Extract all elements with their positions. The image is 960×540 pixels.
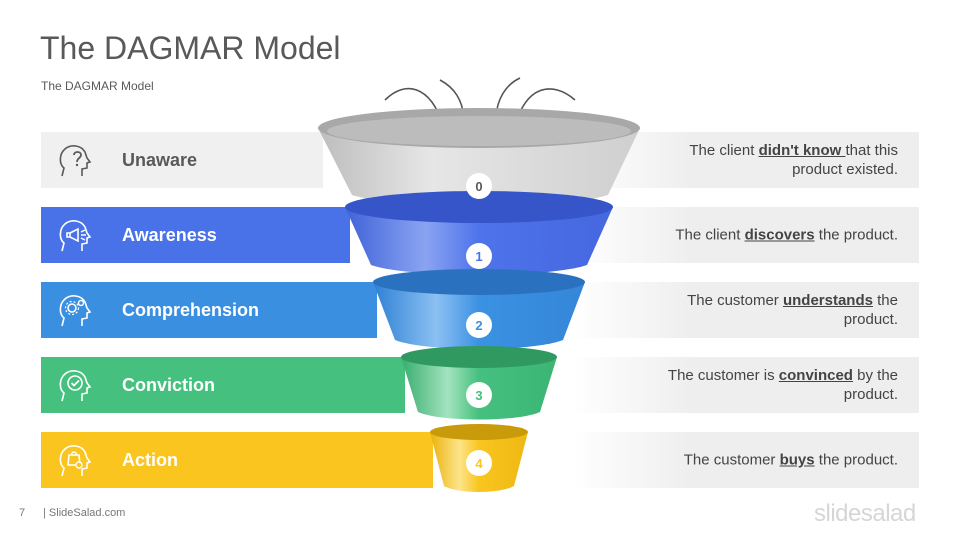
stage-number-4: 4	[466, 450, 492, 476]
funnel-tier-1	[345, 191, 613, 275]
svg-text:1: 1	[475, 249, 482, 264]
page-subtitle: The DAGMAR Model	[41, 79, 154, 93]
svg-text:4: 4	[475, 456, 483, 471]
head-megaphone-icon	[59, 220, 92, 252]
head-check-icon	[59, 370, 92, 402]
head-bag-icon	[59, 445, 92, 477]
stage-description-conviction: The customer is convinced by the product…	[572, 357, 919, 413]
footer-source: | SlideSalad.com	[43, 507, 126, 519]
svg-text:3: 3	[475, 388, 482, 403]
stage-number-3: 3	[466, 382, 492, 408]
stage-description-action: The customer buys the product.	[572, 432, 919, 488]
stage-number-1: 1	[466, 243, 492, 269]
stage-band-action: Action	[41, 432, 433, 488]
slidesalad-logo: slidesalad	[814, 500, 916, 527]
funnel-tier-0	[318, 108, 640, 207]
stage-band-awareness: Awareness	[41, 207, 350, 263]
head-gears-icon	[59, 295, 92, 327]
page-number: 7	[19, 507, 26, 519]
stage-band-unaware: Unaware	[41, 132, 323, 188]
stage-label-unaware: Unaware	[122, 150, 198, 170]
stage-label-conviction: Conviction	[122, 375, 215, 395]
stage-label-comprehension: Comprehension	[122, 300, 260, 320]
stage-description-comprehension: The customer understands the product.	[572, 282, 919, 338]
stage-label-awareness: Awareness	[122, 225, 217, 245]
head-question-icon	[59, 145, 92, 177]
stage-band-conviction: Conviction	[41, 357, 405, 413]
stage-number-0: 0	[466, 173, 492, 199]
stage-band-comprehension: Comprehension	[41, 282, 377, 338]
stage-number-2: 2	[466, 312, 492, 338]
stage-description-awareness: The client discovers the product.	[572, 207, 919, 263]
page-title: The DAGMAR Model	[40, 30, 341, 66]
stage-label-action: Action	[122, 450, 178, 470]
svg-text:2: 2	[475, 318, 482, 333]
svg-text:0: 0	[475, 179, 482, 194]
